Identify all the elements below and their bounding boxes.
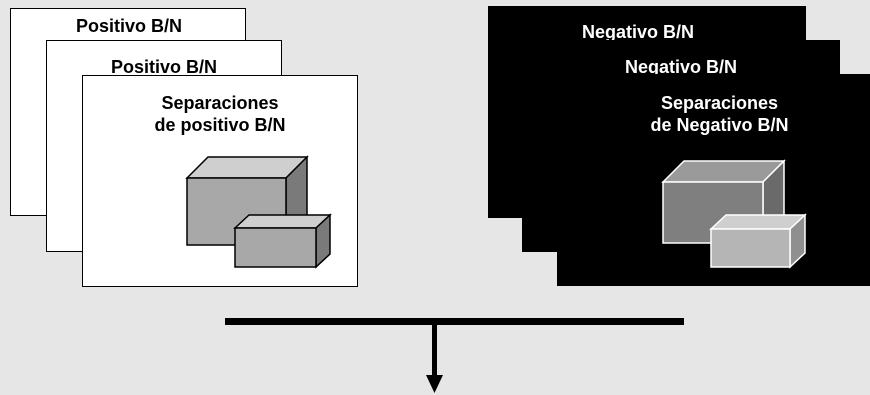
negative-middle-title: Negativo B/N bbox=[624, 57, 738, 77]
negative-front-title-line2: de Negativo B/N bbox=[650, 115, 789, 135]
positive-boxes-icon bbox=[185, 155, 332, 269]
down-arrow-icon bbox=[225, 318, 684, 393]
positive-front-title-line1: Separaciones bbox=[161, 93, 279, 113]
positive-middle-title: Positivo B/N bbox=[110, 57, 217, 77]
negative-front-title-line1: Separaciones bbox=[660, 93, 779, 113]
positive-front-title-line2: de positivo B/N bbox=[154, 115, 286, 135]
negative-front-title: Separaciones de Negativo B/N bbox=[569, 92, 870, 136]
positive-front-title: Separaciones de positivo B/N bbox=[83, 92, 357, 136]
negative-back-title: Negativo B/N bbox=[581, 22, 695, 42]
negative-boxes-icon bbox=[661, 159, 807, 269]
positive-back-title: Positivo B/N bbox=[75, 16, 182, 36]
